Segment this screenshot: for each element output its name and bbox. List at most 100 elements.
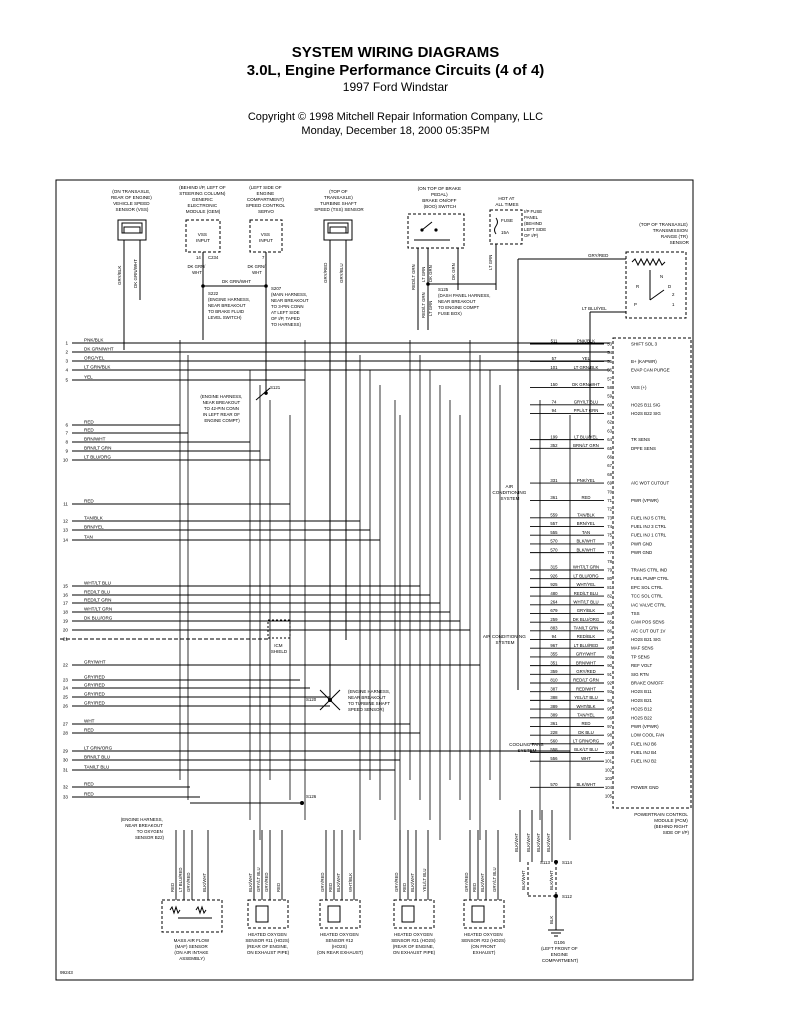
pcm-pin-number: 86 — [607, 628, 612, 633]
pcm-wire-color: WHT/BLK — [576, 704, 595, 709]
pcm-wire-color: BRN/LT GRN — [573, 443, 599, 448]
sensor-wire-color: RED — [472, 883, 477, 892]
pcm-wire-color: TAN/BLK — [577, 513, 595, 518]
pcm-pin-number: 85 — [607, 620, 612, 625]
pcm-circuit-number: 559 — [550, 513, 558, 518]
left-row-number: 28 — [63, 731, 69, 736]
figure-number: 99243 — [60, 970, 73, 975]
pcm-pin-function: FUEL INJ B6 — [631, 741, 657, 746]
left-row-number: 9 — [65, 449, 68, 454]
pcm-wire-color: RED/LT BLU — [574, 591, 598, 596]
pcm-pin-number: 79 — [607, 568, 612, 573]
pcm-circuit-number: 57 — [552, 356, 557, 361]
ho2s-21: HEATED OXYGEN SENSOR #21 (HO2S) (REAR OF… — [391, 899, 437, 955]
pcm-pin-number: 76 — [607, 541, 612, 546]
pcm-pin-number: 73 — [607, 515, 612, 520]
vss-wire-1: GRY/BLK — [117, 266, 122, 285]
left-row-number: 21 — [63, 637, 69, 642]
pcm-pin-number: 77 — [607, 550, 612, 555]
left-row-color: RED — [84, 428, 94, 433]
left-row-color: BRN/WHT — [84, 437, 106, 442]
left-row-color: TAN — [84, 535, 93, 540]
pcm-pin-function: CAM POS SENS — [631, 620, 664, 625]
svg-text:N: N — [660, 274, 663, 279]
pcm-pin-function: A/C CUT OUT 1V — [631, 628, 666, 633]
pcm-pin-number: 72 — [607, 507, 612, 512]
pcm-circuit-number: 74 — [552, 400, 557, 405]
pcm-label: POWERTRAIN CONTROL MODULE (PCM) (BEHIND … — [634, 812, 689, 835]
sensor-wire-color: WHT/BLK — [348, 873, 353, 892]
left-row-color: DK GRN/WHT — [84, 347, 114, 352]
boo-wire-1: RED/LT GRN — [411, 264, 416, 290]
diagram-frame — [55, 179, 694, 981]
left-row-number: 15 — [63, 584, 69, 589]
pcm-wire-color: LT BLU/RED — [574, 643, 598, 648]
sensor-wire-color: YEL/LT BLU — [422, 869, 427, 893]
svg-text:S126: S126 — [306, 794, 317, 799]
left-row-number: 7 — [65, 431, 68, 436]
left-row-number: 26 — [63, 704, 69, 709]
left-row-number: 27 — [63, 722, 69, 727]
ho12-label: HEATED OXYGEN SENSOR #12 (HO2S) (ON REAR… — [317, 932, 364, 955]
left-row-number: 11 — [63, 502, 68, 507]
pcm-pin-number: 55 — [607, 359, 612, 364]
ho21-label: HEATED OXYGEN SENSOR #21 (HO2S) (REAR OF… — [391, 932, 437, 955]
pcm-circuit-number: 331 — [550, 478, 558, 483]
left-row-color: BRN/LT BLU — [84, 755, 110, 760]
pcm-wire-color: BLK/LT BLU — [574, 747, 598, 752]
pcm-pin-number: 69 — [607, 481, 612, 486]
sensor-wire-color: BLK/WHT — [410, 873, 415, 892]
pcm-circuit-number: 355 — [550, 652, 558, 657]
left-row-color: LT GRN/ORG — [84, 746, 113, 751]
pcm-pin-function: FUEL INJ B2 — [631, 759, 657, 764]
pcm-pin-number: 91 — [607, 672, 612, 677]
left-row-color: WHT/LT GRN — [84, 607, 112, 612]
svg-text:1: 1 — [672, 302, 675, 307]
pcm-circuit-number: 101 — [550, 365, 558, 370]
pcm-wire-color: BLK/WHT — [576, 782, 595, 787]
sensor-wire-color: GRY/LT BLU — [256, 867, 261, 892]
pcm-wire-color: LT GRN/ORG — [573, 739, 600, 744]
pcm-pin-function: PWR GND — [631, 550, 652, 555]
pcm-pin-number: 103 — [605, 776, 613, 781]
left-row-color: PNK/BLK — [84, 338, 104, 343]
ho11-label: HEATED OXYGEN SENSOR #11 (HO2S) (REAR OF… — [245, 932, 290, 955]
svg-text:2: 2 — [672, 292, 675, 297]
left-row-number: 14 — [63, 538, 69, 543]
pcm-circuit-number: 359 — [550, 669, 558, 674]
boo-wire-4: DK GRN — [451, 263, 456, 280]
left-row-color: RED — [84, 499, 94, 504]
svg-text:S121: S121 — [270, 385, 281, 390]
sensor-wire-color: GRY/RED — [394, 873, 399, 893]
gem-component: (BEHIND I/P, LEFT OF STEERING COLUMN) GE… — [179, 185, 226, 340]
pcm-pin-number: 71 — [607, 498, 612, 503]
cooling-fan-label: COOLING FANS SYSTEM — [509, 742, 545, 753]
boo-wire-6: LT GRN — [428, 301, 433, 316]
pcm-pin-number: 97 — [607, 724, 612, 729]
sensor-wire-color: BLK/WHT — [202, 873, 207, 892]
boo-wire-7: LT GRN — [488, 255, 493, 270]
pcm-circuit-number: 570 — [550, 539, 558, 544]
pcm-circuit-number: 351 — [550, 660, 558, 665]
pcm-circuit-number: 361 — [550, 495, 558, 500]
svg-text:C234: C234 — [208, 255, 219, 260]
svg-text:R: R — [636, 284, 639, 289]
pcm-pin-number: 67 — [607, 463, 612, 468]
left-row-number: 10 — [63, 458, 69, 463]
vss-component: (ON TRANSAXLE, REAR OF ENGINE) VEHICLE S… — [111, 189, 152, 350]
splice-s126: S126 (ENGINE HARNESS, NEAR BREAKOUT TO O… — [121, 794, 317, 840]
pcm-pin-number: 94 — [607, 698, 612, 703]
pcm-pin-function: HO2S B22 SIG — [631, 411, 661, 416]
left-row-color: WHT — [84, 719, 95, 724]
pcm-pin-number: 99 — [607, 741, 612, 746]
pcm-pin-function: BRAKE ON/OFF — [631, 681, 664, 686]
sensor-wire-color: LT BLU/RED — [178, 868, 183, 892]
pcm-circuit-number: 967 — [550, 643, 558, 648]
pcm-circuit-number: 925 — [550, 582, 558, 587]
left-row-color: ORG/YEL — [84, 356, 105, 361]
sensor-wire-color: RED — [276, 883, 281, 892]
left-row-color: RED — [84, 782, 94, 787]
icm-shield: ICM SHIELD — [60, 619, 291, 654]
